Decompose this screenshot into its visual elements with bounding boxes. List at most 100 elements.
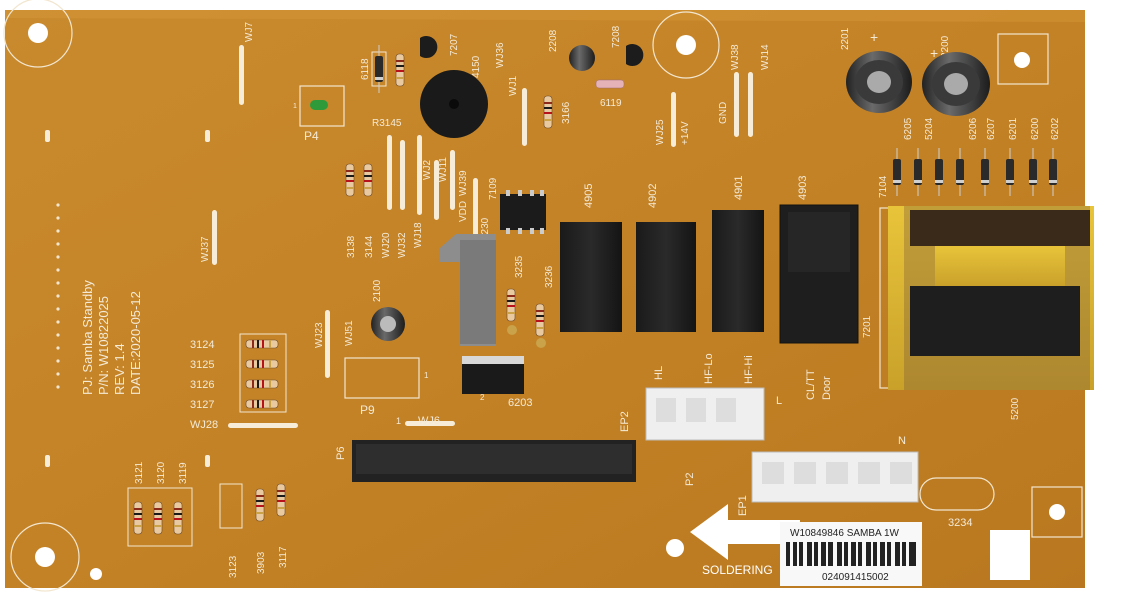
svg-text:VDD: VDD	[458, 201, 469, 222]
svg-text:EP1: EP1	[737, 495, 749, 516]
label-sticker: W10849846 SAMBA 1W 024091415002	[780, 522, 922, 586]
svg-text:3123: 3123	[228, 555, 239, 578]
project-line: PJ: Samba Standby	[80, 280, 95, 395]
svg-text:P6: P6	[335, 447, 347, 460]
svg-text:5204: 5204	[924, 117, 935, 140]
via-row	[56, 203, 60, 389]
svg-text:3234: 3234	[948, 517, 972, 529]
svg-text:6118: 6118	[360, 58, 371, 80]
svg-text:P2: P2	[684, 473, 696, 486]
svg-text:EP2: EP2	[619, 411, 631, 432]
svg-text:3120: 3120	[156, 461, 167, 484]
electrolytic-caps: + +	[846, 29, 990, 116]
svg-text:3124: 3124	[190, 339, 214, 351]
svg-text:2: 2	[480, 393, 485, 402]
svg-text:WJ2: WJ2	[422, 160, 433, 180]
svg-text:6202: 6202	[1050, 117, 1061, 140]
svg-text:3121: 3121	[134, 461, 145, 484]
svg-text:3235: 3235	[514, 255, 525, 278]
svg-text:+14V: +14V	[680, 121, 691, 145]
svg-text:WJ23: WJ23	[314, 322, 325, 348]
svg-text:2230: 2230	[480, 217, 491, 240]
svg-text:WJ51: WJ51	[344, 320, 355, 346]
p9-connector: P9 1	[344, 357, 429, 417]
diode-row: 7104 6205 5204 6206 6207 6201 6200 6202	[878, 117, 1061, 198]
svg-text:HF-Lo: HF-Lo	[703, 353, 715, 384]
svg-text:+: +	[930, 45, 938, 61]
soldering-arrow: SOLDERING	[690, 504, 800, 577]
svg-text:GND: GND	[718, 102, 729, 124]
svg-text:6206: 6206	[968, 117, 979, 140]
svg-text:WJ38: WJ38	[730, 44, 741, 70]
svg-text:7207: 7207	[449, 33, 460, 56]
regulator: 3235 3236 6203 2	[440, 234, 555, 409]
transformer: 7201 5200	[862, 206, 1094, 420]
svg-text:3127: 3127	[190, 399, 214, 411]
top-components	[345, 35, 644, 197]
date: DATE:2020-05-12	[128, 291, 143, 395]
svg-text:2200: 2200	[940, 35, 951, 58]
svg-text:1: 1	[293, 103, 297, 110]
ep2-connector: HL HF-Lo HF-Hi P2 L	[645, 353, 782, 486]
project-info: PJ: Samba Standby P/N: W10822025 REV: 1.…	[80, 280, 143, 395]
svg-text:CL/TT: CL/TT	[805, 369, 817, 400]
svg-text:WJ28: WJ28	[190, 419, 218, 431]
svg-text:7109: 7109	[488, 177, 499, 200]
svg-text:6207: 6207	[986, 117, 997, 140]
resistor-3234: 3234	[919, 477, 995, 529]
svg-text:4903: 4903	[797, 176, 809, 200]
svg-text:3126: 3126	[190, 379, 214, 391]
part-number: P/N: W10822025	[96, 296, 111, 395]
svg-text:WJ39: WJ39	[458, 170, 469, 196]
resistor-array: 3124 3125 3126 3127 WJ28	[190, 333, 287, 431]
ep1-connector: EP1 N CL/TT Door	[737, 369, 919, 516]
svg-text:HL: HL	[653, 366, 665, 380]
svg-text:4902: 4902	[647, 184, 659, 208]
svg-text:6205: 6205	[903, 117, 914, 140]
svg-text:WJ25: WJ25	[655, 119, 666, 145]
svg-text:WJ32: WJ32	[397, 232, 408, 258]
svg-text:4905: 4905	[583, 184, 595, 208]
svg-text:3903: 3903	[256, 551, 267, 574]
ic-7109	[500, 190, 546, 234]
svg-text:3144: 3144	[364, 235, 375, 258]
svg-text:WJ14: WJ14	[760, 44, 771, 70]
svg-text:7208: 7208	[611, 25, 622, 48]
svg-text:P4: P4	[304, 129, 319, 143]
svg-text:WJ20: WJ20	[381, 232, 392, 258]
svg-text:7104: 7104	[878, 175, 889, 198]
p6-connector: P6 WJ6 1 EP2	[335, 411, 636, 482]
svg-text:P9: P9	[360, 403, 375, 417]
svg-text:6203: 6203	[508, 397, 532, 409]
board-slots	[45, 45, 753, 467]
svg-text:HF-Hi: HF-Hi	[743, 355, 755, 384]
svg-text:WJ37: WJ37	[200, 236, 211, 262]
svg-text:5200: 5200	[1010, 397, 1021, 420]
top-silkscreen: WJ7 6118 7207 4150 R3145 WJ36 WJ1 2208 7…	[200, 22, 951, 262]
svg-text:6200: 6200	[1030, 117, 1041, 140]
svg-text:WJ18: WJ18	[413, 222, 424, 248]
svg-text:N: N	[898, 435, 906, 447]
svg-text:3166: 3166	[561, 101, 572, 124]
svg-text:L: L	[776, 395, 782, 407]
svg-text:+: +	[870, 29, 878, 45]
relays: 4905 4902 4901 4903	[560, 176, 859, 344]
svg-text:7201: 7201	[862, 315, 873, 338]
bottom-left-resistors: 3121 3120 3119 3123 3903 3117	[127, 461, 289, 578]
svg-text:4150: 4150	[471, 55, 482, 78]
svg-text:3236: 3236	[544, 265, 555, 288]
svg-text:WJ6: WJ6	[418, 415, 440, 427]
svg-text:3119: 3119	[178, 462, 189, 484]
svg-text:3125: 3125	[190, 359, 214, 371]
p4-led: 1 P4	[293, 85, 345, 143]
soldering-label: SOLDERING	[702, 563, 773, 577]
svg-text:1: 1	[424, 371, 429, 380]
cap-2100: 2100 WJ51 WJ23	[314, 279, 405, 348]
svg-text:2201: 2201	[840, 27, 851, 50]
svg-text:4901: 4901	[733, 176, 745, 200]
svg-text:1: 1	[396, 416, 401, 426]
mounting-holes	[3, 0, 1083, 592]
svg-text:R3145: R3145	[372, 118, 402, 129]
svg-text:Door: Door	[821, 376, 833, 400]
